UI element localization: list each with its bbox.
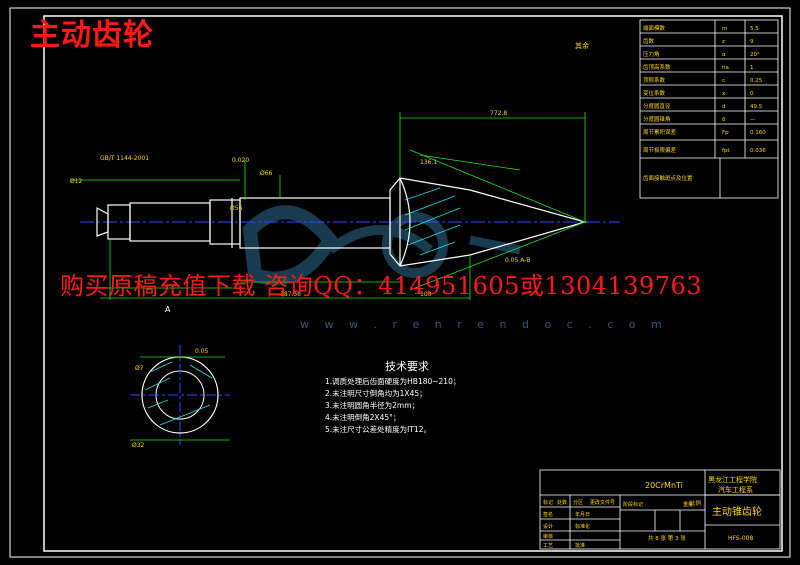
- material-text: 20CrMnTi: [645, 481, 683, 490]
- title-block-label: 签名: [543, 511, 553, 518]
- title-block-label: 阶段标记: [623, 501, 643, 508]
- parameter-cell: 齿数: [643, 37, 655, 45]
- title-block-label: 处数: [557, 499, 567, 506]
- svg-text:Ø7: Ø7: [135, 365, 144, 372]
- svg-text:Ø66: Ø66: [260, 170, 273, 177]
- parameter-cell: 20°: [750, 52, 760, 58]
- parameter-table-text: 端面模数 m 5.5 齿数 z 9 压力角 α 20° 齿顶高系数 ha 1 顶隙系数 c 0.25 变位系数…: [643, 24, 766, 154]
- watermark-url: w w w . r e n r e n d o c . c o m: [300, 318, 668, 331]
- drawing-frame: [43, 15, 783, 552]
- shaft-outline: [96, 177, 588, 267]
- table-footer: 齿面接触斑点及位置: [643, 174, 693, 182]
- parameter-cell: 分度圆锥角: [643, 115, 671, 123]
- roughness-note: 其余: [575, 41, 589, 50]
- svg-text:187.56: 187.56: [280, 291, 301, 298]
- parameter-table: [639, 19, 779, 199]
- title-block-label: 标记: [543, 499, 553, 506]
- drawing-number: HFS-008: [728, 535, 753, 542]
- outer-border: [9, 7, 791, 558]
- parameter-cell: 压力角: [643, 50, 660, 58]
- department-name: 汽车工程系: [718, 485, 753, 494]
- parameter-cell: 49.5: [750, 104, 763, 110]
- advert-banner: 购买原稿充值下载 咨询QQ：414951605或1304139763: [60, 272, 703, 300]
- svg-text:0.05: 0.05: [195, 348, 209, 355]
- title-block-label: 更改文件号: [590, 499, 615, 506]
- title-block-label: 批准: [575, 542, 585, 549]
- parameter-cell: α: [722, 52, 726, 58]
- svg-text:Ø12: Ø12: [70, 178, 83, 185]
- tech-requirement-item: 2.未注明尺寸倒角均为1X45；: [325, 388, 427, 398]
- svg-text:100: 100: [420, 291, 432, 298]
- svg-text:0.020: 0.020: [232, 157, 249, 164]
- svg-text:Ø32: Ø32: [132, 442, 145, 449]
- title-block: [539, 469, 781, 550]
- parameter-cell: 0: [750, 91, 754, 97]
- tech-requirement-item: 1.调质处理后齿面硬度为HB180~210；: [325, 376, 460, 386]
- parameter-cell: 0.160: [750, 130, 766, 136]
- parameter-cell: x: [722, 91, 726, 97]
- parameter-cell: —: [750, 117, 756, 123]
- parameter-cell: 齿顶高系数: [643, 63, 671, 71]
- tech-requirement-item: 3.未注明圆角半径为2mm；: [325, 400, 419, 410]
- parameter-cell: d: [722, 104, 726, 110]
- parameter-cell: 9: [750, 39, 754, 45]
- title-block-label: 审核: [543, 533, 553, 540]
- tech-requirement-item: 4.未注明倒角2X45°；: [325, 412, 400, 422]
- parameter-cell: 1: [750, 65, 754, 71]
- parameter-cell: 0.25: [750, 78, 763, 84]
- title-block-label: 重量: [683, 501, 693, 508]
- parameter-cell: 0.036: [750, 148, 766, 154]
- parameter-cell: m: [722, 26, 727, 32]
- section-view-aa: 0.05 Ø32 Ø7: [130, 345, 230, 449]
- dimension-lines: [70, 112, 586, 300]
- parameter-cell: 端面模数: [643, 24, 666, 32]
- title-block-label: 分区: [573, 499, 583, 506]
- svg-text:136.1: 136.1: [420, 159, 437, 166]
- title-block-label: 设计: [543, 523, 553, 530]
- parameter-cell: 变位系数: [643, 89, 666, 97]
- scale-label: 比例: [690, 499, 702, 507]
- parameter-cell: 顶隙系数: [643, 76, 666, 84]
- parameter-cell: 分度圆直径: [643, 102, 671, 110]
- parameter-cell: fpt: [722, 148, 730, 154]
- school-name: 黑龙江工程学院: [708, 475, 757, 484]
- tech-requirements-title: 技术要求: [385, 360, 429, 373]
- watermark-logo: [242, 205, 521, 286]
- parameter-cell: 5.5: [750, 26, 759, 32]
- sheet-info: 共 8 张 第 3 张: [648, 534, 686, 542]
- svg-text:0.05 A-B: 0.05 A-B: [505, 257, 530, 264]
- tech-requirements-list: 1.调质处理后齿面硬度为HB180~210； 2.未注明尺寸倒角均为1X45； 3.…: [325, 376, 460, 434]
- section-marker: A: [165, 305, 171, 314]
- svg-text:772.8: 772.8: [490, 110, 507, 117]
- svg-text:Ø56: Ø56: [230, 205, 243, 212]
- parameter-cell: 周节累积误差: [643, 128, 677, 136]
- parameter-cell: ha: [722, 65, 729, 71]
- parameter-cell: z: [722, 39, 725, 45]
- parameter-cell: Fp: [722, 130, 729, 136]
- svg-text:GB/T 1144-2001: GB/T 1144-2001: [100, 155, 149, 162]
- title-block-label: 年月日: [575, 511, 590, 518]
- gear-section-hatch: [404, 187, 461, 256]
- parameter-cell: 周节极限偏差: [643, 146, 677, 154]
- part-name: 主动锥齿轮: [712, 505, 762, 518]
- dimension-annotations: 772.8 GB/T 1144-2001 Ø12 Ø66 136.1 Ø56 1…: [70, 110, 530, 298]
- title-block-label: 工艺: [543, 543, 553, 549]
- parameter-cell: δ: [722, 117, 726, 123]
- parameter-cell: c: [722, 78, 725, 84]
- title-block-labels: 标记处数分区更改文件号签名 年月日设计 标准化审核工艺 批准 阶段标记 重量: [543, 499, 693, 549]
- headline: 主动齿轮: [30, 18, 154, 53]
- tech-requirement-item: 5.未注尺寸公差处精度为IT12。: [325, 424, 431, 434]
- title-block-label: 标准化: [575, 523, 590, 530]
